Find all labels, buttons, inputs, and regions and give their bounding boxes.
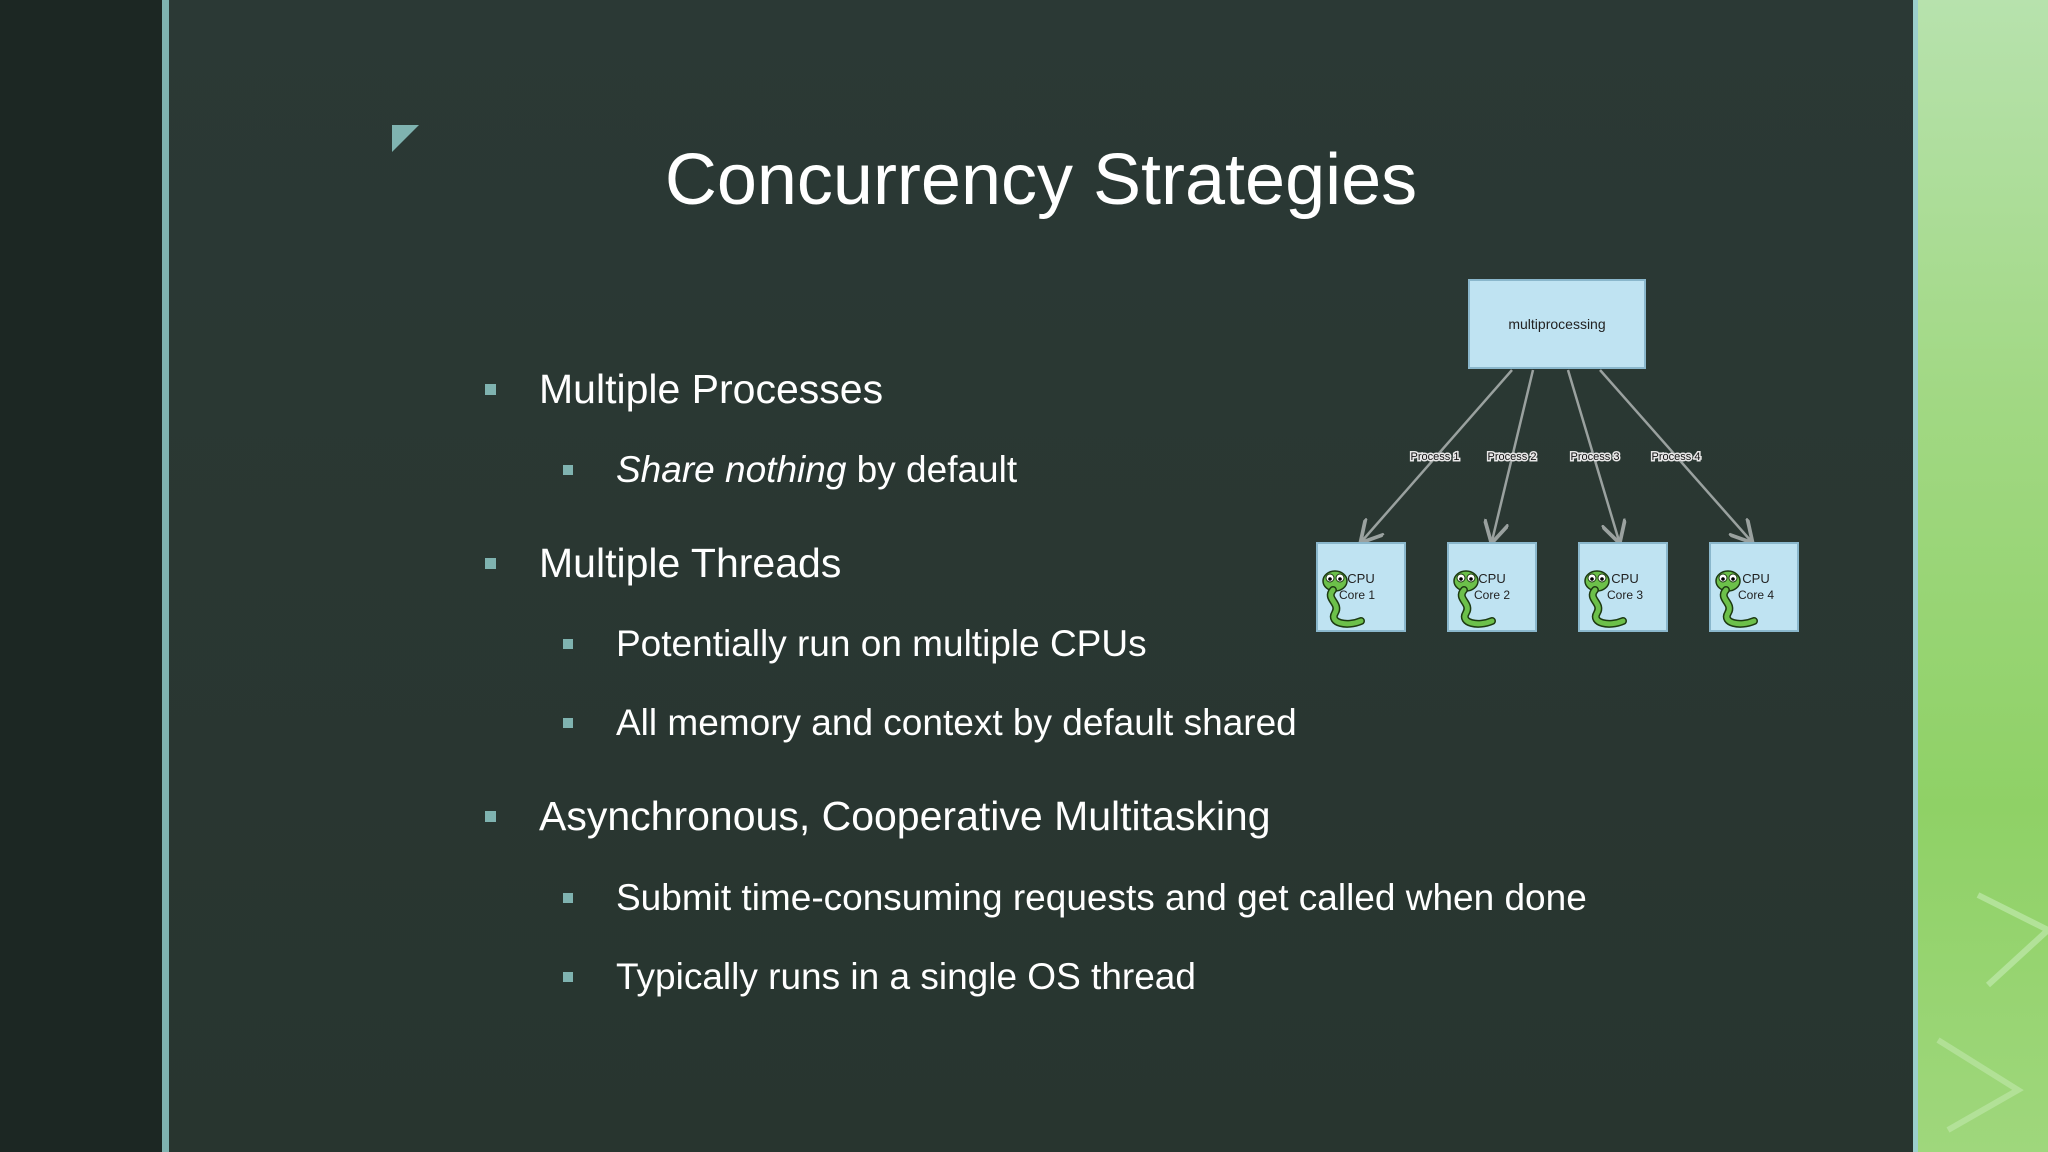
square-bullet-icon: [485, 811, 496, 822]
square-bullet-icon: [563, 718, 573, 728]
bullet-item: Multiple Threads: [485, 539, 841, 587]
bullet-item: Share nothing by default: [563, 448, 1017, 492]
corner-triangle-icon: [392, 125, 419, 152]
right-decor-band: [1918, 0, 2048, 1152]
core-node: CPU Core 4: [1709, 542, 1799, 632]
square-bullet-icon: [485, 384, 496, 395]
edge-label: Process 4: [1652, 451, 1701, 463]
core-label-line2: Core 1: [1339, 588, 1375, 602]
edge-label: Process 1: [1411, 451, 1460, 463]
bullet-item: Potentially run on multiple CPUs: [563, 622, 1147, 666]
core-node: CPU Core 1: [1316, 542, 1406, 632]
root-node: multiprocessing: [1468, 279, 1646, 369]
bullet-item: Multiple Processes: [485, 365, 883, 413]
square-bullet-icon: [563, 465, 573, 475]
core-label-line1: CPU: [1611, 571, 1638, 586]
multiprocessing-diagram: Process 1 Process 2 Process 3 Process 4 …: [1316, 279, 1799, 632]
left-band: [0, 0, 162, 1152]
left-rule: [162, 0, 169, 1152]
bullet-item: Asynchronous, Cooperative Multitasking: [485, 792, 1271, 840]
core-label-line1: CPU: [1742, 571, 1769, 586]
bullet-item: Typically runs in a single OS thread: [563, 955, 1196, 999]
core-node: CPU Core 2: [1447, 542, 1537, 632]
diagram-edges: [1362, 369, 1751, 541]
core-node: CPU Core 3: [1578, 542, 1668, 632]
core-label-line2: Core 3: [1607, 588, 1643, 602]
core-label-line2: Core 4: [1738, 588, 1774, 602]
right-rule: [1913, 0, 1918, 1152]
edge-label: Process 3: [1571, 451, 1620, 463]
core-label-line2: Core 2: [1474, 588, 1510, 602]
square-bullet-icon: [563, 972, 573, 982]
square-bullet-icon: [563, 893, 573, 903]
square-bullet-icon: [563, 639, 573, 649]
edge-labels: Process 1 Process 2 Process 3 Process 4: [1409, 450, 1702, 465]
bullet-item: Submit time-consuming requests and get c…: [563, 876, 1587, 920]
chevron-decor: [1936, 892, 2048, 1133]
bullet-item: All memory and context by default shared: [563, 701, 1297, 745]
edge-label: Process 2: [1488, 451, 1537, 463]
square-bullet-icon: [485, 558, 496, 569]
root-node-label: multiprocessing: [1508, 316, 1605, 332]
core-label-line1: CPU: [1347, 571, 1374, 586]
core-label-line1: CPU: [1478, 571, 1505, 586]
slide-title: Concurrency Strategies: [664, 140, 1418, 220]
